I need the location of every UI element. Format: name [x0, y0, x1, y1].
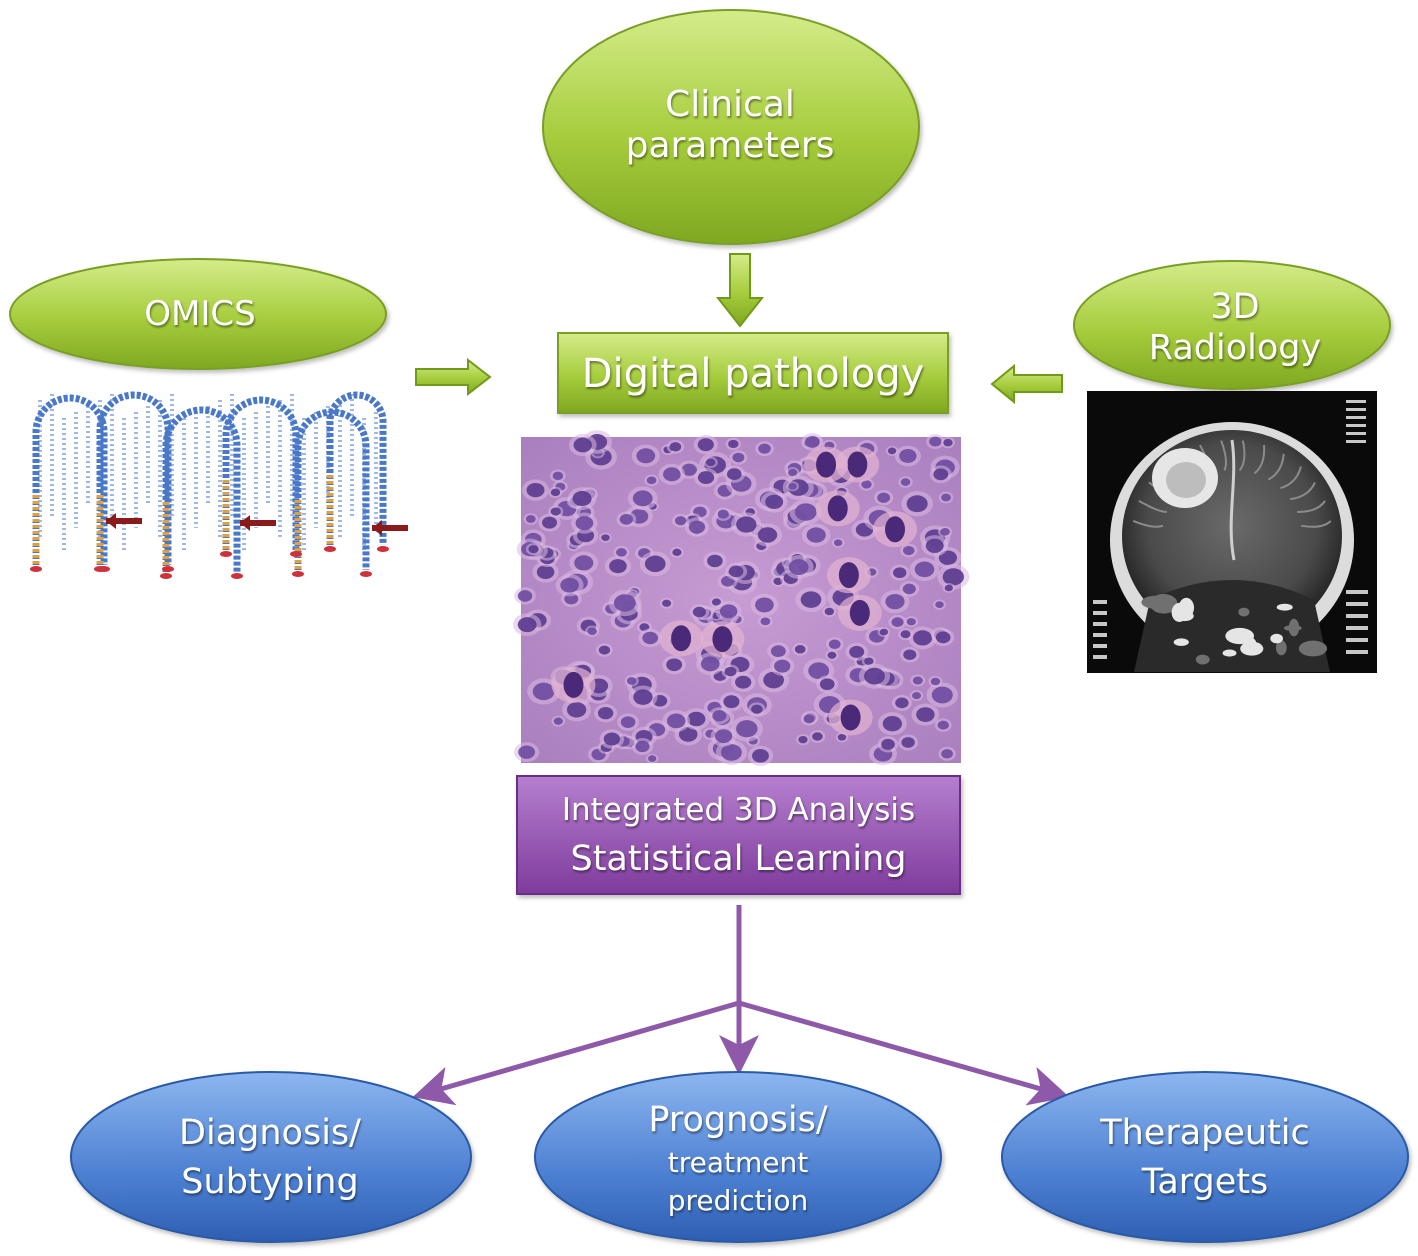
- radiology-line1: 3D: [1210, 287, 1260, 328]
- integrated-line2: Statistical Learning: [570, 839, 907, 879]
- arrow-radiology-to-pathology: [990, 363, 1063, 405]
- omics-label: OMICS: [60, 290, 340, 340]
- therapeutic-line2: Targets: [1141, 1161, 1269, 1202]
- diagnosis-label: Diagnosis/ Subtyping: [100, 1105, 440, 1210]
- clinical-parameters-label: Clinical parameters: [560, 70, 900, 180]
- prognosis-line1: Prognosis/: [648, 1099, 828, 1140]
- radiology-label: 3D Radiology: [1090, 275, 1380, 380]
- therapeutic-label: Therapeutic Targets: [1035, 1105, 1375, 1210]
- diagnosis-line2: Subtyping: [181, 1161, 359, 1202]
- digital-pathology-text: Digital pathology: [581, 351, 925, 397]
- digital-pathology-label: Digital pathology: [558, 335, 948, 413]
- arrow-to-therapeutic: [738, 1000, 1070, 1106]
- arrow-clinical-to-pathology: [715, 253, 765, 328]
- digital-pathology-node: [557, 332, 949, 414]
- prognosis-line2: treatment: [667, 1145, 809, 1179]
- radiology-line2: Radiology: [1148, 327, 1322, 368]
- histology-slide-image: [513, 430, 970, 766]
- diagnosis-node: [70, 1071, 472, 1243]
- therapeutic-line1: Therapeutic: [1100, 1112, 1310, 1153]
- integrated-line1: Integrated 3D Analysis: [561, 791, 916, 828]
- integrated-analysis-label: Integrated 3D Analysis Statistical Learn…: [517, 780, 960, 892]
- therapeutic-node: [1001, 1071, 1409, 1243]
- radiology-node: [1073, 260, 1391, 390]
- diagnosis-line1: Diagnosis/: [179, 1112, 361, 1153]
- omics-molecule-illustration: [30, 391, 408, 579]
- clinical-line1: Clinical: [665, 83, 795, 125]
- clinical-line2: parameters: [625, 125, 835, 166]
- prognosis-line3: prediction: [667, 1183, 809, 1217]
- prognosis-label: Prognosis/ treatment prediction: [568, 1088, 908, 1228]
- integrated-analysis-node: [516, 775, 961, 895]
- arrow-to-diagnosis: [412, 1000, 740, 1106]
- clinical-parameters-node: [542, 9, 920, 245]
- omics-text: OMICS: [144, 294, 256, 335]
- arrow-omics-to-pathology: [415, 357, 492, 397]
- brain-mri-image: [1087, 391, 1377, 673]
- prognosis-node: [534, 1071, 942, 1243]
- omics-node: [9, 258, 387, 370]
